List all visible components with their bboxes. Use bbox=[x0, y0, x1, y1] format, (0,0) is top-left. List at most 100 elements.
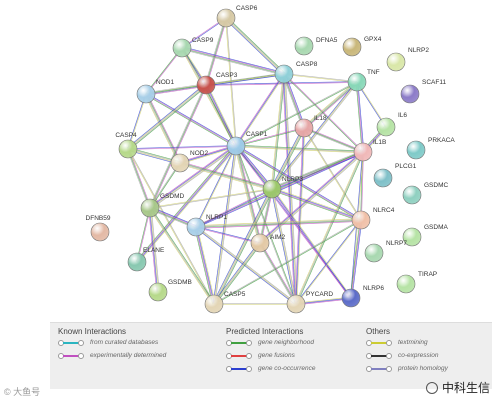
node-circle[interactable] bbox=[226, 136, 246, 156]
node-circle[interactable] bbox=[136, 84, 156, 104]
node-nlrc4[interactable]: NLRC4 bbox=[351, 207, 395, 230]
node-circle[interactable] bbox=[341, 288, 361, 308]
edge-line bbox=[284, 73, 297, 304]
edge-line bbox=[195, 218, 361, 227]
node-circle[interactable] bbox=[262, 179, 282, 199]
node-il6[interactable]: IL6 bbox=[376, 112, 407, 137]
node-circle[interactable] bbox=[294, 36, 314, 56]
node-casp4[interactable]: CASP4 bbox=[115, 132, 138, 159]
node-dfna5[interactable]: DFNA5 bbox=[294, 36, 338, 56]
node-circle[interactable] bbox=[386, 52, 406, 72]
edge-line bbox=[148, 208, 158, 293]
node-circle[interactable] bbox=[170, 153, 190, 173]
node-nlrp6[interactable]: NLRP6 bbox=[341, 285, 384, 308]
node-circle[interactable] bbox=[90, 222, 110, 242]
edge-line bbox=[194, 227, 214, 305]
edge-line bbox=[296, 152, 365, 305]
edge-line bbox=[196, 226, 216, 304]
node-il1b[interactable]: IL1B bbox=[353, 139, 386, 162]
edge-line bbox=[214, 189, 273, 305]
node-circle[interactable] bbox=[294, 118, 314, 138]
node-nlrp7[interactable]: NLRP7 bbox=[364, 240, 407, 263]
node-circle[interactable] bbox=[186, 217, 206, 237]
node-prkaca[interactable]: PRKACA bbox=[406, 137, 455, 160]
node-nlrp1[interactable]: NLRP1 bbox=[186, 214, 227, 237]
node-circle[interactable] bbox=[351, 210, 371, 230]
edge-line bbox=[206, 84, 238, 146]
legend-swatch bbox=[63, 354, 79, 357]
node-plcg1[interactable]: PLCG1 bbox=[373, 163, 417, 188]
legend-swatch bbox=[371, 341, 387, 344]
node-label: IL18 bbox=[314, 115, 327, 122]
node-il18[interactable]: IL18 bbox=[294, 115, 327, 138]
edge-line bbox=[148, 84, 206, 208]
node-circle[interactable] bbox=[373, 168, 393, 188]
node-gpx4[interactable]: GPX4 bbox=[342, 36, 382, 57]
legend-label: experimentally determined bbox=[90, 352, 167, 359]
node-circle[interactable] bbox=[353, 142, 373, 162]
node-casp6[interactable]: CASP6 bbox=[216, 5, 258, 28]
node-circle[interactable] bbox=[400, 84, 420, 104]
node-circle[interactable] bbox=[286, 294, 306, 314]
edge-line bbox=[212, 241, 260, 304]
node-elane[interactable]: ELANE bbox=[127, 247, 165, 272]
node-circle[interactable] bbox=[364, 243, 384, 263]
node-nlrp3[interactable]: NLRP3 bbox=[262, 176, 303, 199]
node-circle[interactable] bbox=[196, 75, 216, 95]
node-dfnb59[interactable]: DFNB59 bbox=[86, 215, 111, 242]
node-gsdmc[interactable]: GSDMC bbox=[402, 182, 449, 205]
legend-item: gene fusions bbox=[226, 349, 315, 362]
node-circle[interactable] bbox=[118, 139, 138, 159]
node-tnf[interactable]: TNF bbox=[347, 69, 380, 92]
edge-line bbox=[235, 127, 304, 146]
node-aim2[interactable]: AIM2 bbox=[250, 233, 286, 253]
node-nod2[interactable]: NOD2 bbox=[170, 150, 208, 173]
edge-line bbox=[235, 145, 364, 153]
node-gsdmd[interactable]: GSDMD bbox=[140, 193, 185, 218]
edge-line bbox=[213, 242, 260, 304]
node-circle[interactable] bbox=[204, 294, 224, 314]
edge-line bbox=[283, 74, 357, 83]
legend-known-title: Known Interactions bbox=[58, 327, 127, 336]
legend-item: experimentally determined bbox=[58, 349, 166, 362]
node-nod1[interactable]: NOD1 bbox=[136, 79, 174, 104]
node-label: GSDMD bbox=[160, 193, 185, 200]
node-casp9[interactable]: CASP9 bbox=[172, 37, 214, 58]
node-circle[interactable] bbox=[347, 72, 367, 92]
node-circle[interactable] bbox=[342, 37, 362, 57]
node-circle[interactable] bbox=[402, 227, 422, 247]
edge-line bbox=[126, 149, 150, 209]
edge-line bbox=[150, 146, 237, 210]
node-circle[interactable] bbox=[127, 252, 147, 272]
node-circle[interactable] bbox=[274, 64, 294, 84]
node-casp1[interactable]: CASP1 bbox=[226, 131, 268, 156]
node-circle[interactable] bbox=[140, 198, 160, 218]
node-circle[interactable] bbox=[216, 8, 236, 28]
node-nlrp2[interactable]: NLRP2 bbox=[386, 47, 429, 72]
edge-line bbox=[150, 189, 273, 209]
edge-line bbox=[127, 84, 206, 149]
node-gsdmb[interactable]: GSDMB bbox=[148, 279, 192, 302]
node-circle[interactable] bbox=[406, 140, 426, 160]
node-gsdma[interactable]: GSDMA bbox=[402, 224, 449, 247]
node-circle[interactable] bbox=[376, 117, 396, 137]
edge-line bbox=[351, 220, 363, 299]
edge-line bbox=[296, 128, 306, 305]
node-circle[interactable] bbox=[250, 233, 270, 253]
edge-line bbox=[271, 189, 361, 222]
node-circle[interactable] bbox=[172, 38, 192, 58]
node-tirap[interactable]: TIRAP bbox=[396, 271, 437, 294]
edge-line bbox=[214, 189, 274, 305]
edge-line bbox=[271, 188, 352, 299]
edge-line bbox=[283, 74, 296, 305]
node-pycard[interactable]: PYCARD bbox=[286, 291, 333, 314]
node-circle[interactable] bbox=[402, 185, 422, 205]
node-casp5[interactable]: CASP5 bbox=[204, 291, 246, 314]
node-circle[interactable] bbox=[396, 274, 416, 294]
node-casp3[interactable]: CASP3 bbox=[196, 72, 238, 95]
edge-line bbox=[304, 82, 358, 129]
node-casp8[interactable]: CASP8 bbox=[274, 61, 318, 84]
node-circle[interactable] bbox=[148, 282, 168, 302]
node-scaf11[interactable]: SCAF11 bbox=[400, 79, 446, 104]
